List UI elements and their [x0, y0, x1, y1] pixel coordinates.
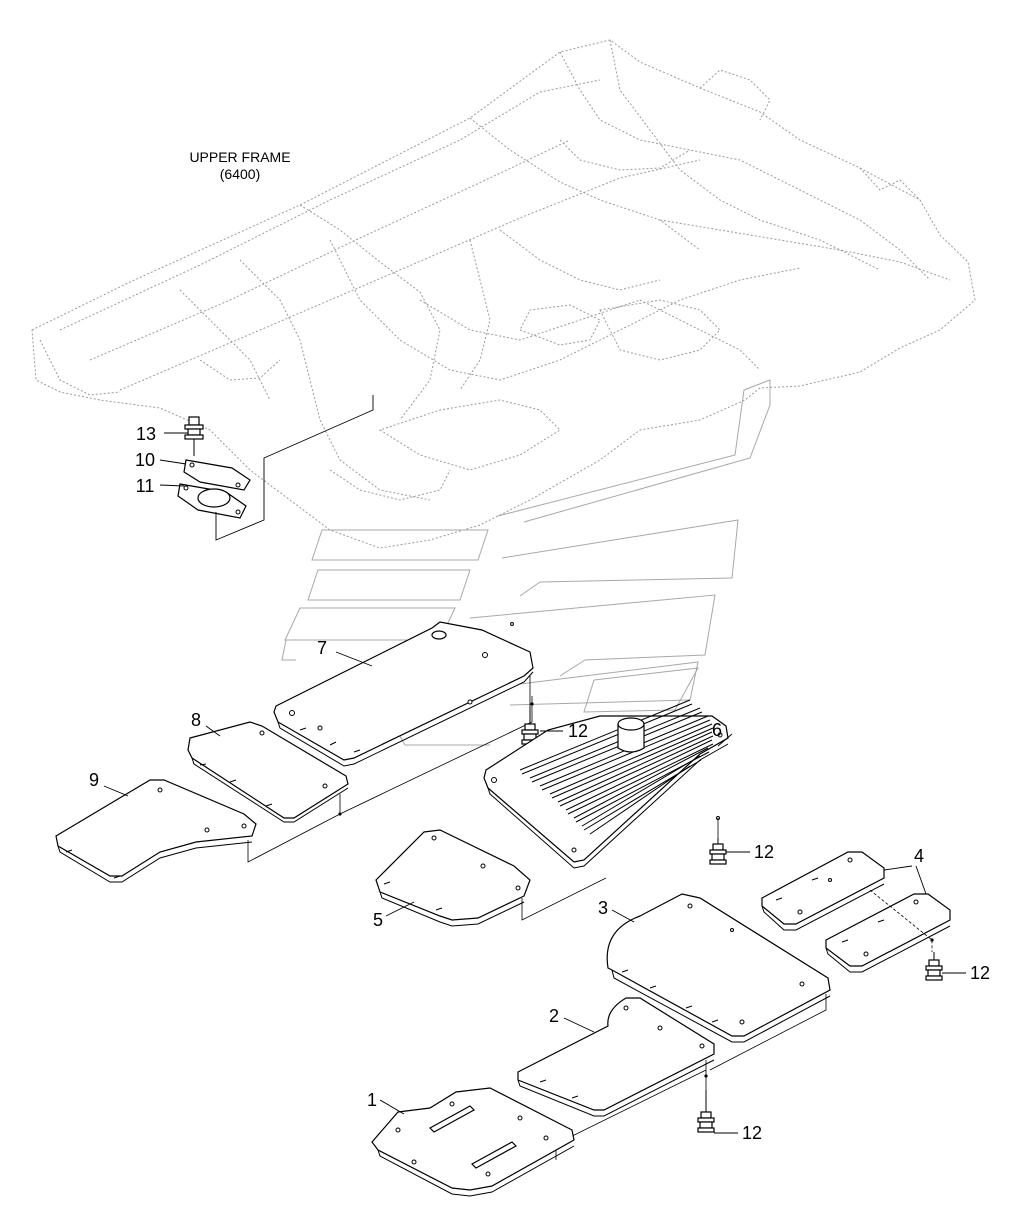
callout-12-d: 12: [742, 1123, 762, 1143]
ref-line-4: [869, 889, 933, 952]
part-12-bolt-c: [925, 952, 943, 981]
part-4-plate-b: [825, 893, 951, 973]
ref-line-3: [709, 994, 827, 1071]
callout-leaders: [103, 432, 966, 1134]
frame-label: UPPER FRAME (6400): [189, 149, 290, 182]
frame-label-line1: UPPER FRAME: [189, 149, 290, 165]
frame-label-line2: (6400): [220, 166, 260, 182]
part-5-floor-plate: [375, 829, 531, 927]
callout-10: 10: [135, 450, 155, 470]
part-1-floor-plate: [371, 1087, 575, 1197]
part-8-floor-plate: [187, 721, 349, 823]
part-12-bolt-b: [709, 838, 727, 865]
callout-9: 9: [89, 770, 99, 790]
callout-12-a: 12: [568, 721, 588, 741]
callout-4: 4: [914, 846, 924, 866]
callout-1: 1: [367, 1090, 377, 1110]
callout-6: 6: [712, 720, 722, 740]
part-11-gasket: [177, 483, 247, 519]
part-10-cover-plate: [183, 459, 251, 491]
callout-11: 11: [136, 476, 155, 496]
callout-3: 3: [598, 898, 608, 918]
callout-13: 13: [136, 424, 156, 444]
callout-8: 8: [191, 710, 201, 730]
part-4-plate-a: [761, 851, 885, 931]
callout-5: 5: [373, 910, 383, 930]
part-2-floor-plate: [517, 997, 715, 1117]
callout-12-b: 12: [754, 842, 774, 862]
ref-line-5: [521, 877, 607, 921]
callout-2: 2: [549, 1006, 559, 1026]
ref-line-13: [215, 395, 374, 541]
part-6-grated-cover: [483, 699, 729, 869]
part-9-floor-plate: [55, 779, 257, 883]
callout-7: 7: [317, 638, 327, 658]
part-7-floor-plate: [273, 621, 534, 767]
part-3-floor-plate: [606, 893, 831, 1043]
callout-12-c: 12: [970, 963, 990, 983]
part-13-bolt: [184, 416, 204, 456]
part-12-bolt-d: [697, 1090, 715, 1133]
callout-numbers: 13 10 11 7 8 9 12 6 12 4 12 5 3 2 12 1: [89, 424, 990, 1143]
